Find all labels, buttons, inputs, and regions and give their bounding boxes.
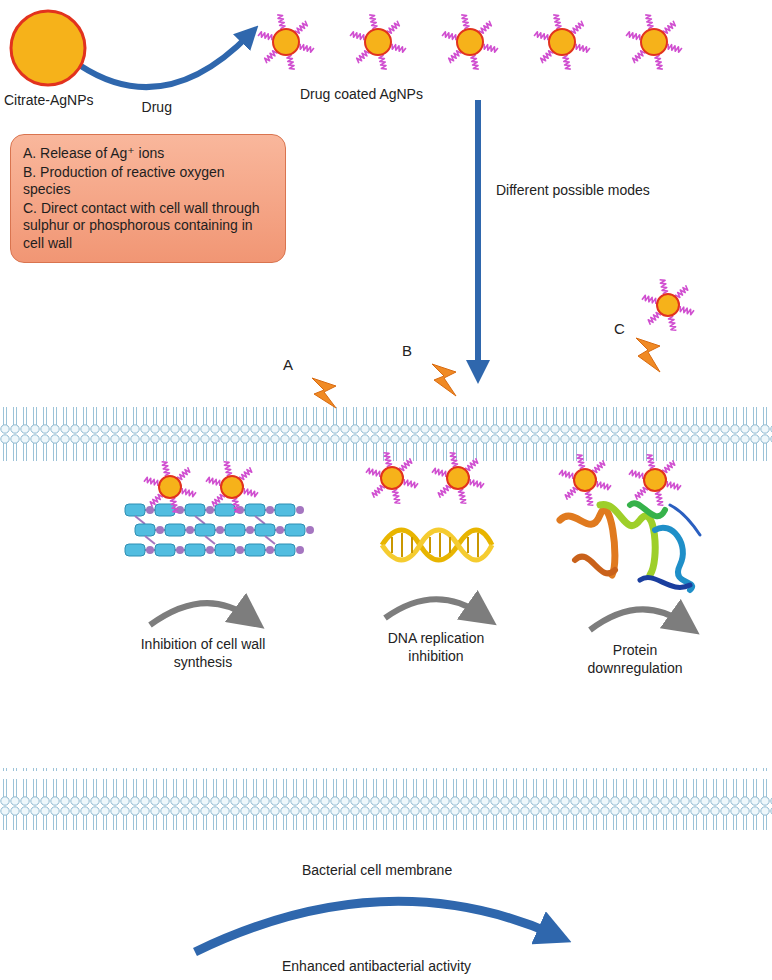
process-arrow [150, 603, 250, 625]
node-label: Citrate-AgNPs [4, 92, 100, 110]
drug-coated-particle [642, 280, 694, 330]
drug-coated-particle [629, 455, 681, 505]
mechanism-item: A. Release of Ag⁺ ions [23, 145, 273, 163]
bolt-a [312, 378, 336, 408]
process-arrow [590, 609, 685, 630]
drug-coated-particle [559, 455, 611, 505]
text-label: Protein downregulation [580, 642, 690, 677]
result-arrow [195, 901, 555, 952]
drug-coated-particle [432, 453, 484, 503]
protein-structure [560, 503, 700, 590]
mode-letter: B [402, 342, 412, 361]
mode-letter: C [614, 320, 625, 339]
mechanism-item: B. Production of reactive oxygen species [23, 164, 273, 199]
drug-coated-particle [366, 453, 418, 503]
dna-helix [382, 530, 492, 560]
peptidoglycan [125, 504, 314, 556]
citrate-nanoparticle: Citrate-AgNPs [4, 6, 100, 110]
text-label: Bacterial cell membrane [302, 862, 452, 880]
mechanism-item: C. Direct contact with cell wall through… [23, 200, 273, 253]
down-arrow [475, 100, 481, 372]
text-label: DNA replication inhibition [376, 630, 496, 665]
mode-letter: A [283, 356, 293, 375]
curved-arrow [80, 34, 250, 87]
particle-row [256, 8, 696, 78]
text-label: Enhanced antibacterial activity [282, 958, 471, 976]
membrane-bottom [0, 768, 772, 830]
bolt-b [432, 364, 456, 396]
mechanism-box: A. Release of Ag⁺ ionsB. Production of r… [10, 134, 286, 263]
membrane-top [0, 406, 772, 468]
drug-coated-particle [206, 462, 258, 512]
edge-label: Drug [142, 99, 172, 117]
text-label: Inhibition of cell wall synthesis [138, 636, 268, 671]
text-label: Different possible modes [496, 182, 650, 200]
process-arrow [385, 599, 482, 618]
drug-coated-particle [144, 462, 196, 512]
coated-particle-group: Drug coated AgNPs [256, 8, 696, 110]
bolt-c [636, 338, 660, 372]
node-label: Drug coated AgNPs [300, 86, 423, 104]
particle-circle [4, 6, 100, 90]
